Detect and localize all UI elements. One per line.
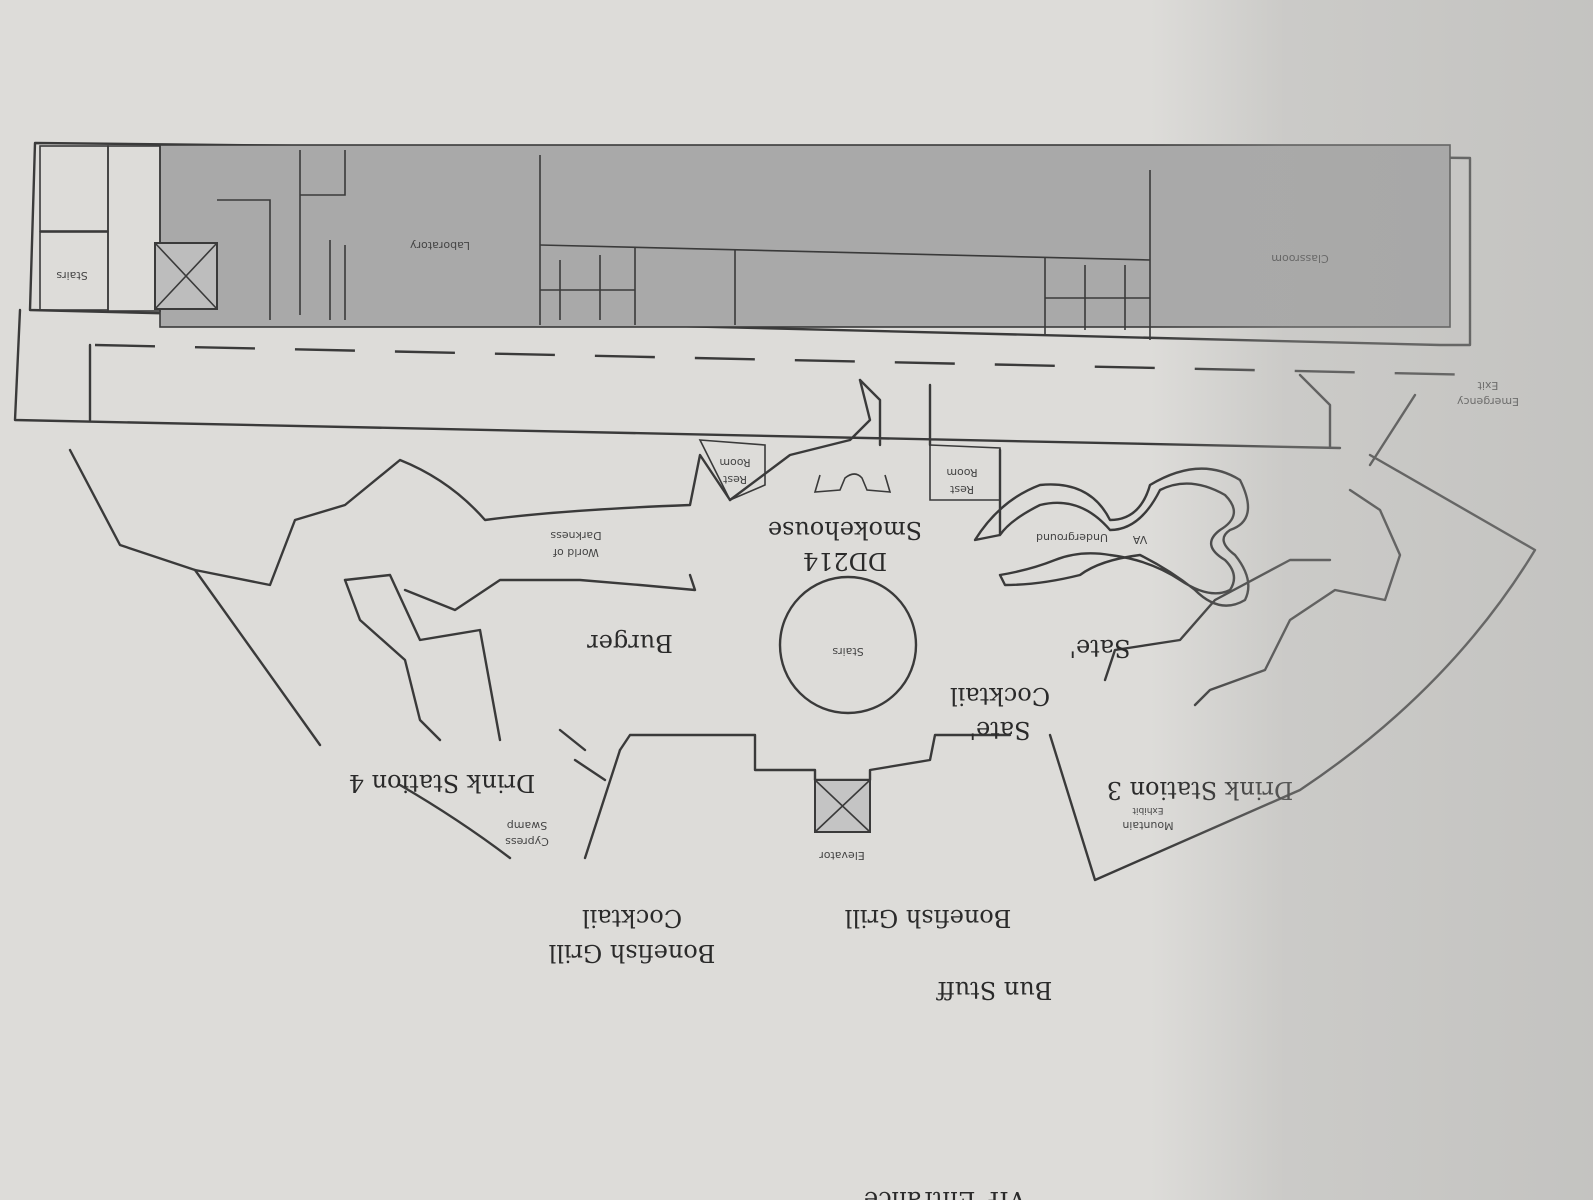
corridor-outline (13, 308, 1342, 450)
label-cypress-1: Cypress (505, 835, 549, 848)
label-sate-cocktail-2: Cocktail (950, 682, 1050, 710)
label-drink-station-3: Drink Station 3 (1107, 776, 1294, 804)
label-world-1: World of (552, 546, 599, 559)
label-elevator: Elevator (819, 849, 865, 862)
label-sate: Sate' (1069, 634, 1130, 662)
label-laboratory: Laboratory (410, 239, 470, 252)
label-mountain-2: Exhibit (1132, 805, 1163, 815)
corridor-dashed-line (94, 343, 1481, 377)
label-rest-room-left-2: Room (719, 456, 750, 469)
label-stairs-center: Stairs (832, 645, 864, 658)
stairs-top-box-a (39, 145, 109, 232)
label-burger: Burger (587, 629, 673, 657)
label-cypress-2: Swamp (507, 819, 547, 832)
label-emergency-1: Emergency (1456, 395, 1519, 408)
building-strip (28, 141, 1472, 347)
label-rest-room-right-2: Room (946, 466, 977, 479)
shaded-rooms-block (159, 144, 1451, 328)
label-rest-room-right-1: Rest (949, 483, 974, 496)
label-bun-stuff: Bun Stuff (936, 976, 1053, 1004)
label-stairs-top: Stairs (56, 269, 88, 282)
label-underground: Underground (1036, 531, 1108, 544)
label-va: VA (1132, 533, 1147, 546)
label-emergency-2: Exit (1477, 379, 1499, 392)
label-sate-cocktail-1: Sate' (969, 716, 1030, 744)
labels-group: Bun Stuff Bonefish Grill Cocktail Bonefi… (56, 239, 1519, 1200)
label-bonefish-cocktail-2: Cocktail (582, 904, 682, 932)
venue-outline (68, 378, 1537, 882)
va-underground-shape (973, 448, 1250, 607)
label-mountain-1: Mountain (1122, 819, 1173, 832)
label-bonefish-grill: Bonefish Grill (845, 904, 1012, 932)
label-dd214-1: DD214 (803, 547, 887, 575)
label-dd214-2: Smokehouse (768, 516, 922, 544)
label-vip-entrance: VIP Entrance (864, 1186, 1027, 1200)
label-world-2: Darkness (550, 529, 602, 542)
label-drink-station-4: Drink Station 4 (349, 769, 536, 797)
stairs-circle (778, 575, 918, 715)
dd214-bracket (813, 473, 892, 493)
label-bonefish-cocktail-1: Bonefish Grill (549, 939, 716, 967)
corridor-top-left (107, 145, 161, 312)
rest-room-left (698, 439, 766, 502)
label-rest-room-left-1: Rest (722, 473, 747, 486)
label-classroom: Classroom (1271, 252, 1328, 265)
